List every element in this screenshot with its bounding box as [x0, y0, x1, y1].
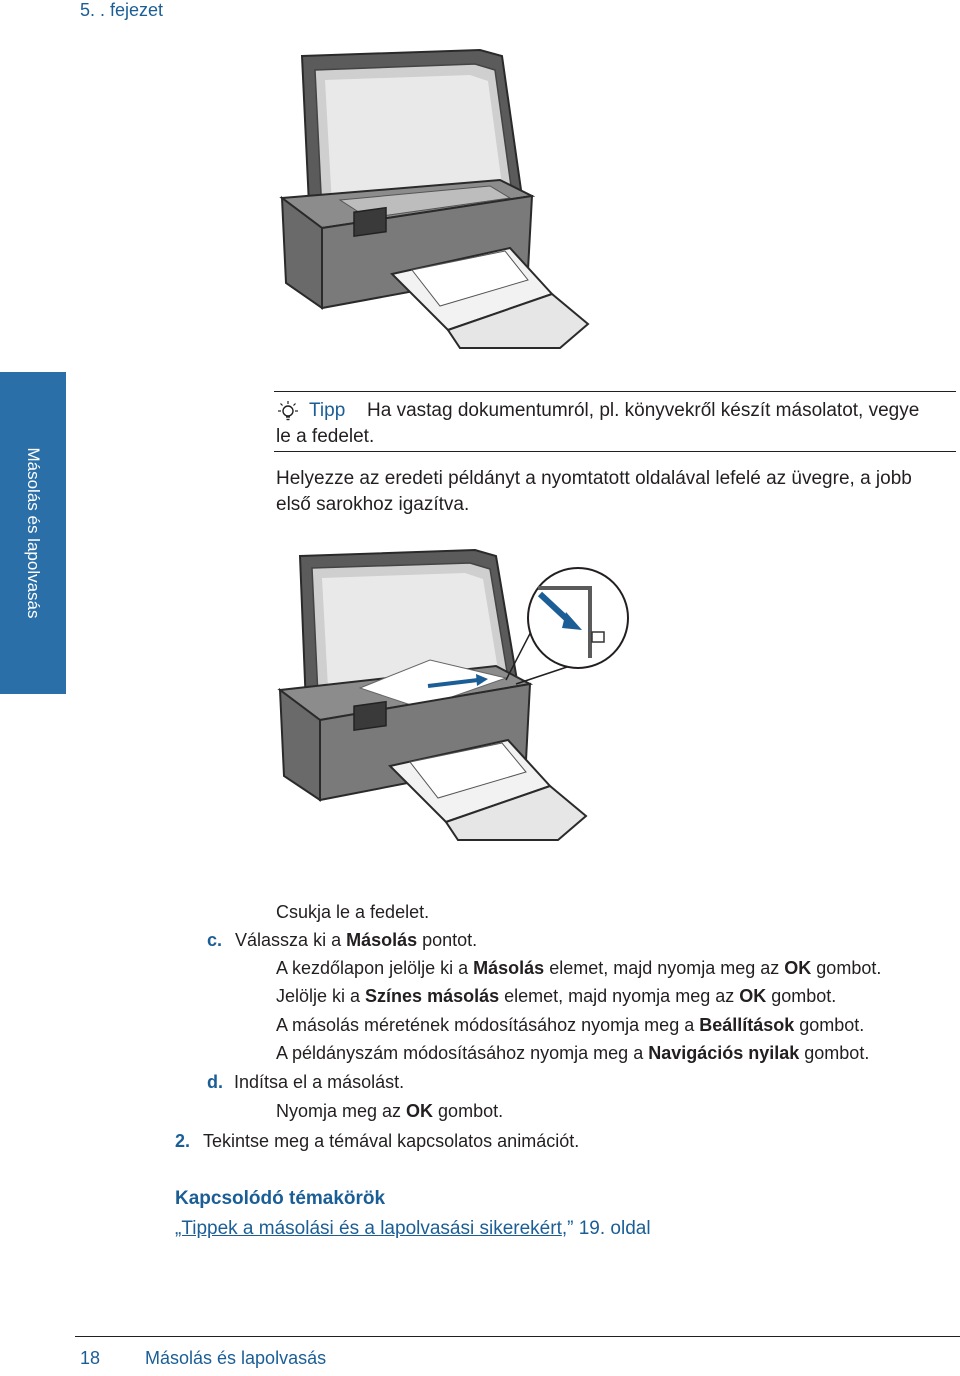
tip-divider-top — [274, 391, 956, 392]
step-d-marker: d. — [207, 1072, 223, 1092]
step-d1: Nyomja meg az OK gombot. — [276, 1101, 503, 1122]
step-c-marker: c. — [207, 930, 223, 950]
step-d-text: Indítsa el a másolást. — [234, 1072, 405, 1092]
lightbulb-icon — [278, 401, 298, 421]
step-d1-pre: Nyomja meg az — [276, 1101, 407, 1121]
step-c4: A példányszám módosításához nyomja meg a… — [276, 1043, 869, 1064]
step-c3-post: gombot. — [794, 1015, 865, 1035]
step-c-bold: Másolás — [346, 930, 418, 950]
placement-line2: első sarokhoz igazítva. — [276, 494, 470, 515]
step-c2-bold1: Színes másolás — [365, 986, 500, 1006]
related-topic-link[interactable]: „Tippek a másolási és a lapolvasási sike… — [175, 1218, 562, 1239]
step-c3: A másolás méretének módosításához nyomja… — [276, 1015, 864, 1036]
step-c-post: pontot. — [417, 930, 478, 950]
footer-divider — [75, 1336, 960, 1337]
step-c1: A kezdőlapon jelölje ki a Másolás elemet… — [276, 958, 881, 979]
related-topic-page: ,” 19. oldal — [561, 1218, 651, 1239]
step-c4-post: gombot. — [799, 1043, 870, 1063]
step-c2-post: gombot. — [766, 986, 837, 1006]
tip-text-line1: Ha vastag dokumentumról, pl. könyvekről … — [367, 400, 920, 421]
step-c3-bold: Beállítások — [699, 1015, 795, 1035]
page-number: 18 — [80, 1348, 101, 1368]
related-topics-entry: „Tippek a másolási és a lapolvasási sike… — [175, 1218, 651, 1240]
step-c2: Jelölje ki a Színes másolás elemet, majd… — [276, 986, 836, 1007]
step-2-text: Tekintse meg a témával kapcsolatos animá… — [203, 1131, 580, 1151]
step-c2-pre: Jelölje ki a — [276, 986, 366, 1006]
step-c1-bold1: Másolás — [473, 958, 545, 978]
step-c2-bold2: OK — [739, 986, 767, 1006]
placement-instruction: Helyezze az eredeti példányt a nyomtatot… — [276, 466, 912, 518]
step-c1-pre: A kezdőlapon jelölje ki a — [276, 958, 474, 978]
step-c1-bold2: OK — [784, 958, 812, 978]
tip-text-line2: le a fedelet. — [276, 426, 375, 447]
step-c: c. Válassza ki a Másolás pontot. — [207, 930, 477, 951]
step-close-lid: Csukja le a fedelet. — [276, 902, 430, 922]
step-2-marker: 2. — [175, 1131, 191, 1151]
step-c3-pre: A másolás méretének módosításához nyomja… — [276, 1015, 700, 1035]
step-c1-post: gombot. — [811, 958, 882, 978]
step-d1-bold: OK — [406, 1101, 434, 1121]
chapter-header: 5. . fejezet — [80, 0, 164, 20]
tip-label: Tipp — [309, 400, 346, 421]
step-d: d. Indítsa el a másolást. — [207, 1072, 404, 1093]
related-topics-heading: Kapcsolódó témakörök — [175, 1188, 386, 1209]
footer-section-title: Másolás és lapolvasás — [145, 1348, 327, 1368]
tip-divider-bottom — [274, 451, 956, 452]
side-tab: Másolás és lapolvasás — [0, 372, 66, 694]
printer-open-illustration — [279, 48, 590, 349]
step-c2-mid: elemet, majd nyomja meg az — [499, 986, 740, 1006]
step-c-pre: Válassza ki a — [235, 930, 347, 950]
step-c4-bold: Navigációs nyilak — [648, 1043, 800, 1063]
step-2: 2. Tekintse meg a témával kapcsolatos an… — [175, 1131, 579, 1152]
step-c1-mid: elemet, majd nyomja meg az — [544, 958, 785, 978]
side-tab-label: Másolás és lapolvasás — [24, 447, 43, 619]
step-c4-pre: A példányszám módosításához nyomja meg a — [276, 1043, 649, 1063]
printer-original-placement-illustration — [277, 548, 629, 841]
placement-line1: Helyezze az eredeti példányt a nyomtatot… — [276, 468, 912, 489]
step-d1-post: gombot. — [433, 1101, 504, 1121]
